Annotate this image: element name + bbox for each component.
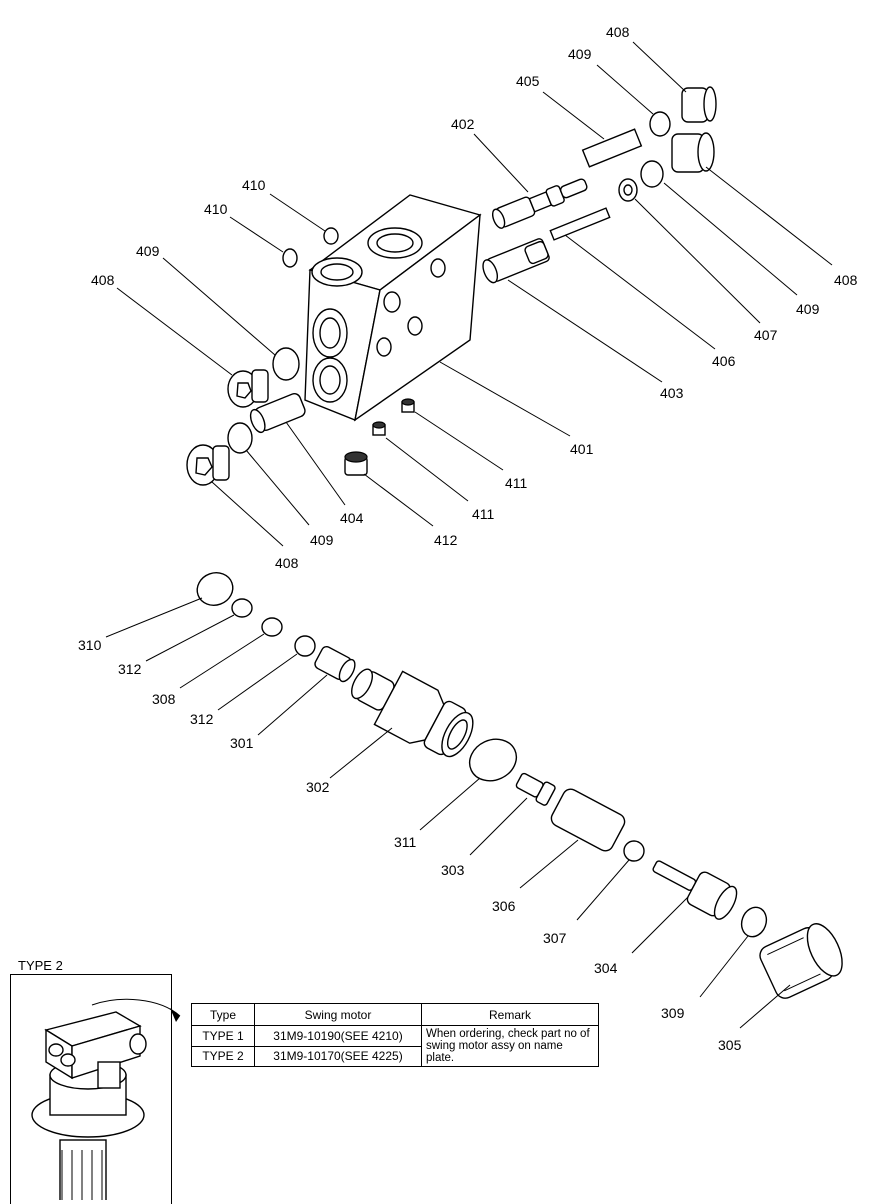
label-408-left: 408 [91,272,115,288]
washer-407-hole [623,184,633,196]
label-410-a: 410 [242,177,266,193]
plug-408-upper [681,86,717,123]
oring-410-b [282,248,298,268]
label-301: 301 [230,735,254,751]
label-408-lower: 408 [275,555,299,571]
label-404: 404 [340,510,364,526]
type2-label: TYPE 2 [18,958,63,973]
label-306: 306 [492,898,516,914]
cap-305 [759,923,843,999]
cell-motor: 31M9-10190(SEE 4210) [254,1025,422,1047]
label-302: 302 [306,779,330,795]
label-305: 305 [718,1037,742,1053]
oring-311 [468,738,518,782]
oring-409-lower [227,422,253,454]
spool-403 [482,238,550,284]
header-remark: Remark [421,1003,599,1026]
cell-type: TYPE 2 [191,1045,255,1067]
spring-405 [581,128,643,168]
table-row: TYPE 1 31M9-10190(SEE 4210) When orderin… [191,1025,599,1067]
plug-412 [344,451,368,476]
label-312-a: 312 [118,661,142,677]
label-403: 403 [660,385,684,401]
table-row: TYPE 2 31M9-10170(SEE 4225) [191,1045,599,1067]
label-411-b: 411 [472,506,495,522]
label-408-right: 408 [834,272,858,288]
label-412: 412 [434,532,458,548]
swing-motor-table: Type Swing motor Remark TYPE 1 31M9-1019… [191,1003,599,1067]
spring-406 [549,207,611,241]
oring-409-right [640,160,664,188]
label-407: 407 [754,327,778,343]
header-swing-motor: Swing motor [254,1003,422,1026]
plug-411-a [401,398,415,413]
label-409-right: 409 [796,301,820,317]
swing-motor-illustration [31,998,181,1200]
label-410-b: 410 [204,201,228,217]
header-type: Type [191,1003,255,1026]
cell-motor: 31M9-10170(SEE 4225) [254,1045,422,1067]
label-408-top: 408 [606,24,630,40]
oring-409-upper [649,111,671,137]
label-311: 311 [394,834,417,850]
sleeve-301 [314,645,356,683]
label-309: 309 [661,1005,685,1021]
piston-304 [652,860,738,920]
label-401: 401 [570,441,594,457]
ring-312-b [294,635,316,657]
poppet-303 [515,772,556,806]
label-409-top: 409 [568,46,592,62]
cell-remark: When ordering, check part no of swing mo… [421,1025,599,1067]
plug-408-right [671,132,715,173]
piston-404 [249,392,306,434]
plug-408-lower [186,444,230,486]
label-310: 310 [78,637,102,653]
valve-block [304,194,482,422]
label-409-lower: 409 [310,532,334,548]
spring-306 [550,788,626,852]
type2-inset-frame [10,974,172,1204]
relief-valve-302 [351,668,474,758]
label-303: 303 [441,862,465,878]
label-409-left: 409 [136,243,160,259]
plug-411-b [372,421,386,436]
cell-type: TYPE 1 [191,1025,255,1047]
part-number-labels: 408 409 405 402 410 410 409 408 408 409 … [78,24,858,1053]
leader-lines [105,41,833,1029]
ring-309 [740,906,768,938]
washer-307 [623,840,645,862]
label-304: 304 [594,960,618,976]
oring-409-left [272,347,300,381]
label-402: 402 [451,116,475,132]
label-405: 405 [516,73,540,89]
oring-310 [196,572,234,606]
label-308: 308 [152,691,176,707]
label-411-a: 411 [505,475,528,491]
spool-402 [491,178,588,229]
ring-312-a [231,598,253,618]
label-307: 307 [543,930,567,946]
plug-408-left [227,369,269,408]
table-header-row: Type Swing motor Remark [191,1003,599,1026]
label-406: 406 [712,353,736,369]
label-312-b: 312 [190,711,214,727]
ring-308 [261,617,283,637]
oring-410-a [323,227,339,245]
